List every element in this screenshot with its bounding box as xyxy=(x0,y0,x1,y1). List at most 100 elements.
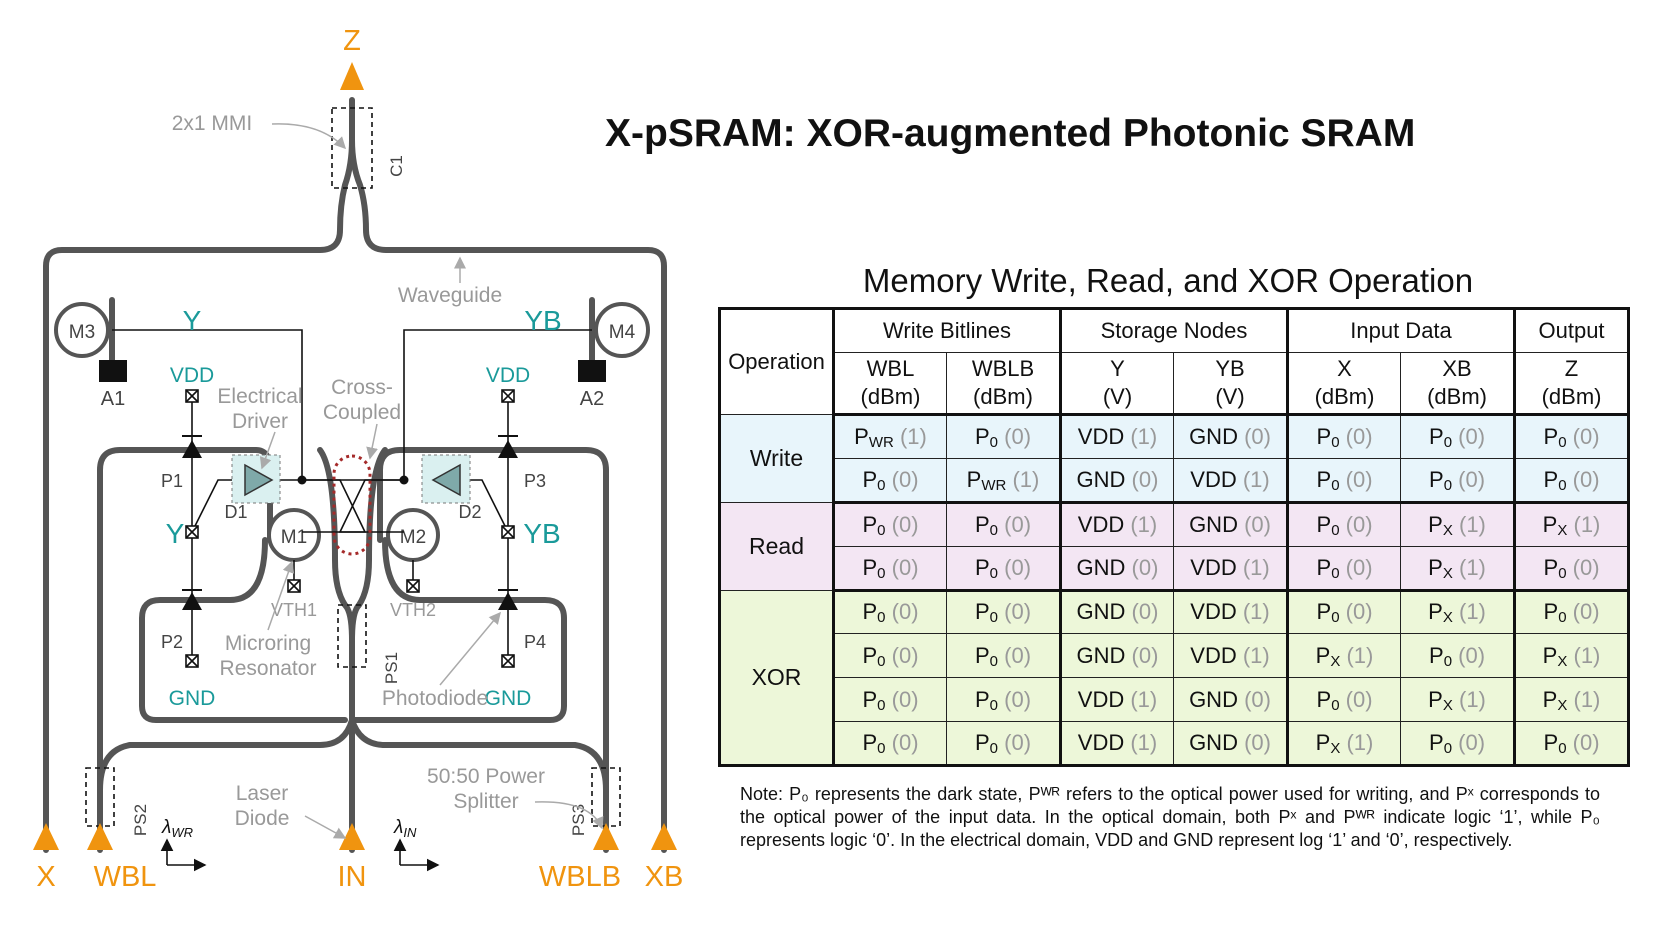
detector-a1 xyxy=(99,360,127,382)
a2-label: A2 xyxy=(580,388,604,410)
table-cell: GND (0) xyxy=(1172,501,1290,547)
column-header-x: X(dBm) xyxy=(1287,352,1402,416)
node-y-mid-label: Y xyxy=(166,518,185,549)
table-cell: P0 (0) xyxy=(833,589,947,635)
column-header-row: WBL(dBm)WBLB(dBm)Y(V)YB(V)X(dBm)XB(dBm)Z… xyxy=(720,352,1630,416)
table-cell: P0 (0) xyxy=(1514,414,1630,459)
table-cell: GND (0) xyxy=(1060,633,1174,679)
node-y xyxy=(297,475,307,485)
port-in xyxy=(339,823,365,850)
table-row: P0 (0)P0 (0)GND (0)VDD (1)PX (1)P0 (0)PX… xyxy=(720,633,1630,679)
port-wblb-label: WBLB xyxy=(539,861,621,893)
mmi-box xyxy=(331,107,373,189)
port-in-label: IN xyxy=(338,861,367,893)
m4-label: M4 xyxy=(609,322,636,343)
p2-label: P2 xyxy=(161,632,183,652)
table-row: P0 (0)PWR (1)GND (0)VDD (1)P0 (0)P0 (0)P… xyxy=(720,457,1630,504)
column-unit: (dBm) xyxy=(1314,384,1375,409)
vth2-label: VTH2 xyxy=(390,600,436,620)
ring-m3 xyxy=(54,302,110,358)
table-cell: PX (1) xyxy=(1287,633,1402,679)
waveguide-in-left xyxy=(317,447,355,853)
port-x-label: X xyxy=(36,861,55,893)
table-row: P0 (0)P0 (0)VDD (1)GND (0)PX (1)P0 (0)P0… xyxy=(720,721,1630,766)
table-cell: P0 (0) xyxy=(833,721,947,766)
waveguide-right-lower xyxy=(352,537,567,723)
cross-coupled-outline xyxy=(332,454,372,556)
table-cell: P0 (0) xyxy=(946,633,1062,679)
node-y-top-label: Y xyxy=(183,305,202,336)
port-x xyxy=(33,823,59,850)
table-cell: P0 (0) xyxy=(833,457,947,504)
driver-d2 xyxy=(431,463,461,497)
column-name: YB xyxy=(1215,356,1245,381)
electrical-driver-annotation-1: Electrical xyxy=(217,385,302,408)
port-wblb xyxy=(593,823,619,850)
table-cell: PX (1) xyxy=(1514,501,1630,547)
cross-leader xyxy=(366,423,378,460)
microring-annotation-1: Microring xyxy=(225,632,311,655)
waveguide-annotation: Waveguide xyxy=(398,284,502,307)
table-cell: GND (0) xyxy=(1060,545,1174,592)
laser-annotation-1: Laser xyxy=(236,782,289,805)
microrings xyxy=(54,302,650,562)
vdd-left-label: VDD xyxy=(170,364,214,387)
mmi-annotation: 2x1 MMI xyxy=(172,112,253,135)
ring-m4 xyxy=(594,302,650,358)
column-unit: (V) xyxy=(1215,384,1245,409)
table-cell: P0 (0) xyxy=(1287,589,1402,635)
table-cell: P0 (0) xyxy=(1514,545,1630,592)
column-unit: (dBm) xyxy=(973,384,1033,409)
column-header-yb: YB (V) xyxy=(1172,352,1290,416)
node-yb-mid-label: YB xyxy=(523,518,560,549)
laser-annotation-2: Diode xyxy=(235,807,290,830)
header-group-input-data: Input Data xyxy=(1287,308,1517,353)
a1-label: A1 xyxy=(101,388,125,410)
table-cell: GND (0) xyxy=(1060,457,1174,504)
table-cell: P0 (0) xyxy=(946,545,1062,592)
port-z xyxy=(340,62,364,90)
waveguide-xb xyxy=(349,137,667,853)
mmi-leader xyxy=(271,123,347,150)
table-cell: GND (0) xyxy=(1172,721,1290,766)
photonic-sram-diagram: M3 M4 M1 M2 A1 A2 xyxy=(33,25,683,893)
table-cell: PX (1) xyxy=(1400,545,1517,592)
m2-label: M2 xyxy=(400,527,426,548)
port-wbl xyxy=(87,823,113,850)
ps2-label: PS2 xyxy=(131,804,150,836)
gnd-left-label: GND xyxy=(169,687,216,710)
table-cell: P0 (0) xyxy=(1400,633,1517,679)
table-cell: VDD (1) xyxy=(1172,589,1290,635)
table-cell: VDD (1) xyxy=(1060,501,1174,547)
cross-coupled-annotation-1: Cross- xyxy=(331,376,393,399)
column-unit: (V) xyxy=(1102,384,1133,409)
table-cell: P0 (0) xyxy=(1514,457,1630,504)
p1-label: P1 xyxy=(161,471,183,491)
header-group-output: Output xyxy=(1514,308,1630,353)
photodiode-p3 xyxy=(498,440,518,458)
table-row: P0 (0)P0 (0)GND (0)VDD (1)P0 (0)PX (1)P0… xyxy=(720,545,1630,592)
column-name: WBL xyxy=(866,356,915,381)
table-cell: P0 (0) xyxy=(1514,721,1630,766)
driver-d1 xyxy=(244,463,274,497)
table-title: Memory Write, Read, and XOR Operation xyxy=(862,262,1474,299)
node-yb xyxy=(399,475,409,485)
table-cell: VDD (1) xyxy=(1060,677,1174,723)
table-cell: GND (0) xyxy=(1172,414,1290,459)
operation-table: Operation Write Bitlines Storage Nodes I… xyxy=(718,307,1631,767)
table-cell: P0 (0) xyxy=(833,545,947,592)
column-header-wbl: WBL(dBm) xyxy=(833,352,947,416)
ports xyxy=(33,62,677,850)
table-cell: P0 (0) xyxy=(1514,589,1630,635)
waveguide-left-lower xyxy=(139,537,348,723)
m1-label: M1 xyxy=(281,527,307,548)
operation-header: Operation xyxy=(719,308,835,415)
column-name: XB xyxy=(1442,356,1472,381)
column-name: Z xyxy=(1564,356,1579,381)
photodiode-leader xyxy=(439,611,501,686)
table-cell: P0 (0) xyxy=(1287,414,1402,459)
table-cell: P0 (0) xyxy=(946,414,1062,459)
